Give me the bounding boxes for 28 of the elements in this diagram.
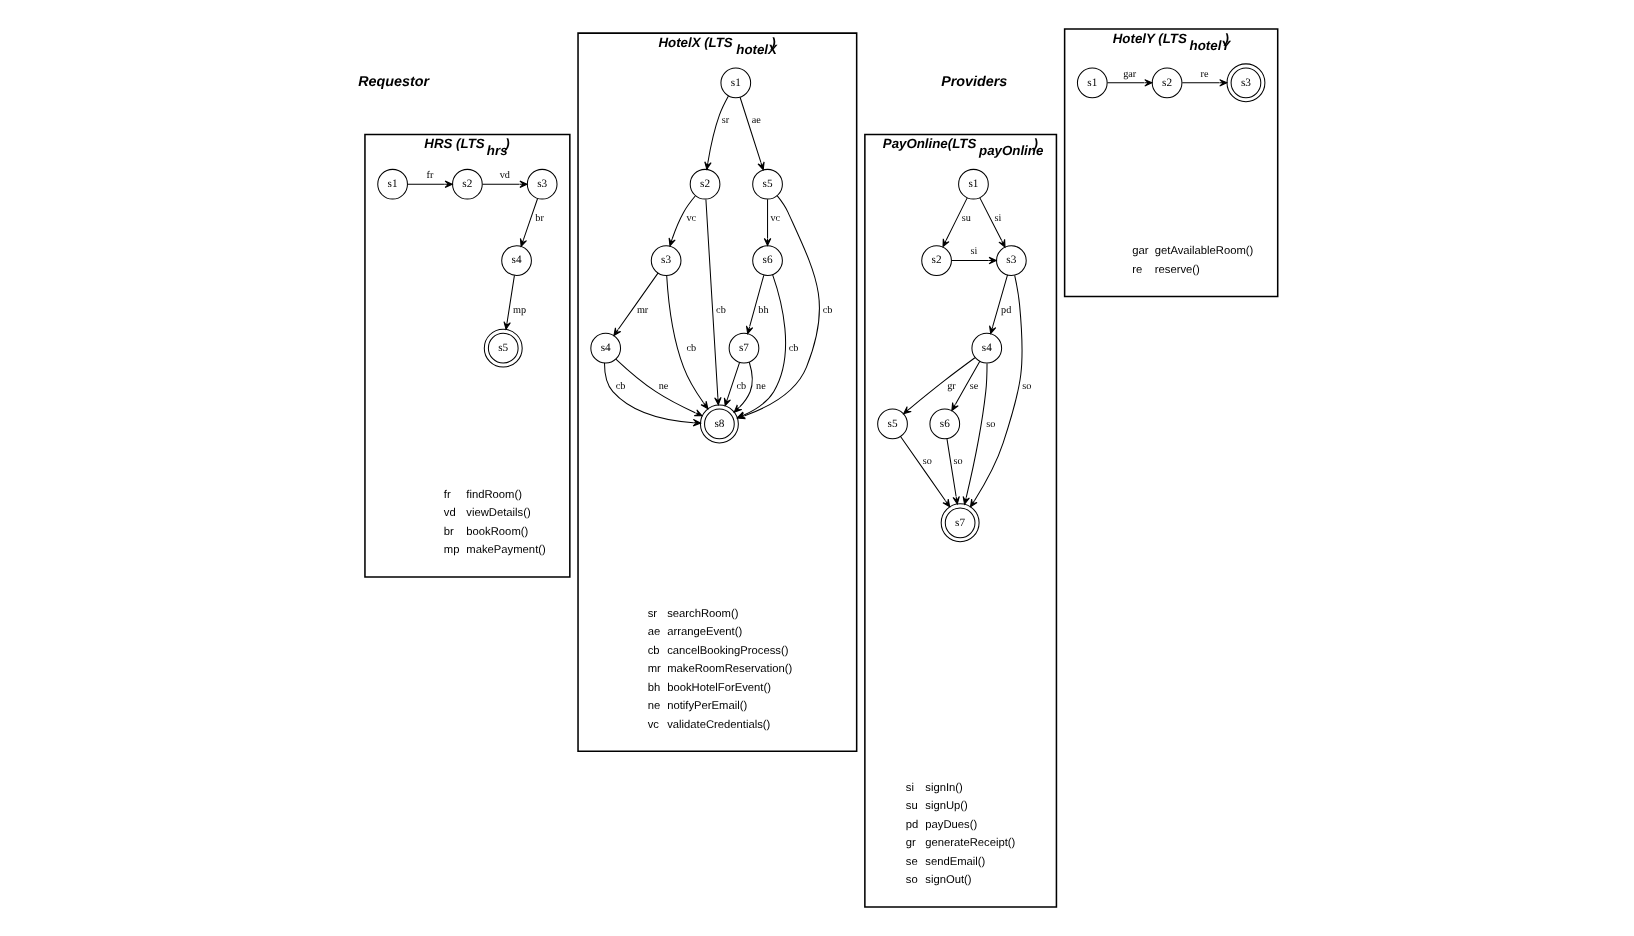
arrow — [732, 361, 752, 413]
arrow — [744, 274, 764, 335]
arrow — [950, 256, 996, 265]
arrow — [762, 198, 771, 247]
arrow — [665, 275, 708, 410]
arrow — [978, 197, 1005, 248]
arrow — [1105, 79, 1152, 87]
arrow — [518, 198, 538, 247]
arrow — [988, 274, 1008, 335]
arrow — [667, 195, 695, 247]
arrow — [738, 96, 764, 171]
arrow — [704, 198, 721, 406]
arrow — [1180, 79, 1227, 87]
arrow — [406, 180, 452, 188]
arrow — [703, 95, 728, 170]
arrow — [961, 362, 987, 505]
arrow — [941, 197, 967, 248]
arrow — [945, 438, 959, 505]
arrow — [899, 435, 950, 508]
arrow — [902, 357, 975, 415]
arrow — [612, 272, 658, 336]
arrow — [614, 358, 702, 417]
arrow — [722, 361, 740, 407]
arrow — [602, 362, 700, 427]
arrow — [950, 360, 980, 411]
arrow — [502, 274, 514, 330]
arrow — [481, 180, 527, 188]
arrow — [968, 274, 1022, 508]
